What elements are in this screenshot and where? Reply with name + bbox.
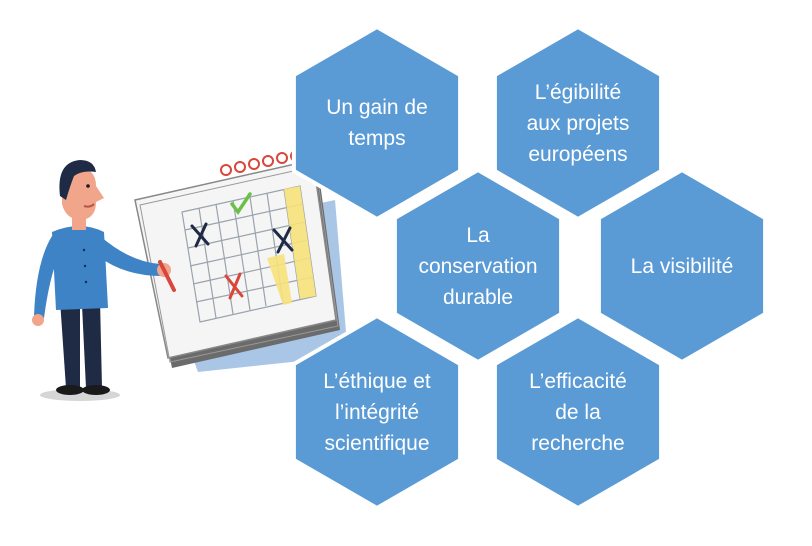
hexagon-label-line: européens	[528, 142, 628, 166]
hexagon-label-ethique: L’éthique et l’intégrité scientifique	[282, 337, 472, 487]
hexagon-label-egibilite: L’égibilité aux projets européens	[483, 48, 673, 198]
hexagon-egibilite	[492, 24, 664, 222]
x-mark-icon	[190, 222, 294, 254]
hexagon-label-efficacite: L’efficacité de la recherche	[483, 337, 673, 487]
hexagon-label-gain-de-temps: Un gain de temps	[282, 48, 472, 198]
hexagon-label-line: l’intégrité	[334, 400, 420, 424]
hexagon-label-line: scientifique	[324, 431, 430, 455]
hexagon-gain-de-temps	[291, 24, 463, 222]
hexagon-label-visibilite: La visibilité	[587, 191, 777, 341]
hexagon-efficacite	[492, 313, 664, 511]
calendar-page	[134, 159, 337, 359]
hexagon-ethique	[291, 313, 463, 511]
hexagon-conservation	[392, 167, 564, 365]
hexagon-label-line: La	[466, 223, 490, 247]
calendar-highlight-2	[267, 254, 292, 305]
hexagon-label-conservation: La conservation durable	[383, 191, 573, 341]
calendar-highlight	[284, 186, 316, 299]
man-figure	[32, 160, 176, 401]
hexagon-label-line: de la	[555, 400, 601, 424]
hexagon-label-line: L’efficacité	[529, 369, 627, 393]
hexagon-label-line: conservation	[418, 254, 538, 278]
pen-icon	[158, 260, 176, 292]
calendar-icon	[134, 150, 348, 372]
check-mark-icon	[230, 192, 252, 216]
hexagon-label-line: La visibilité	[630, 254, 734, 278]
hexagon-visibilite	[596, 167, 768, 365]
hexagon-label-line: L’égibilité	[534, 80, 622, 104]
hexagon-label-line: L’éthique et	[323, 369, 431, 393]
hexagon-label-line: temps	[348, 127, 406, 150]
hexagon-label-line: aux projets	[526, 111, 630, 135]
x-mark-red-icon	[224, 272, 244, 300]
hexagon-label-line: recherche	[531, 431, 625, 455]
hexagon-label-line: Un gain de	[326, 96, 428, 119]
calendar-page-edge	[139, 165, 339, 363]
hexagon-label-line: durable	[442, 285, 514, 309]
